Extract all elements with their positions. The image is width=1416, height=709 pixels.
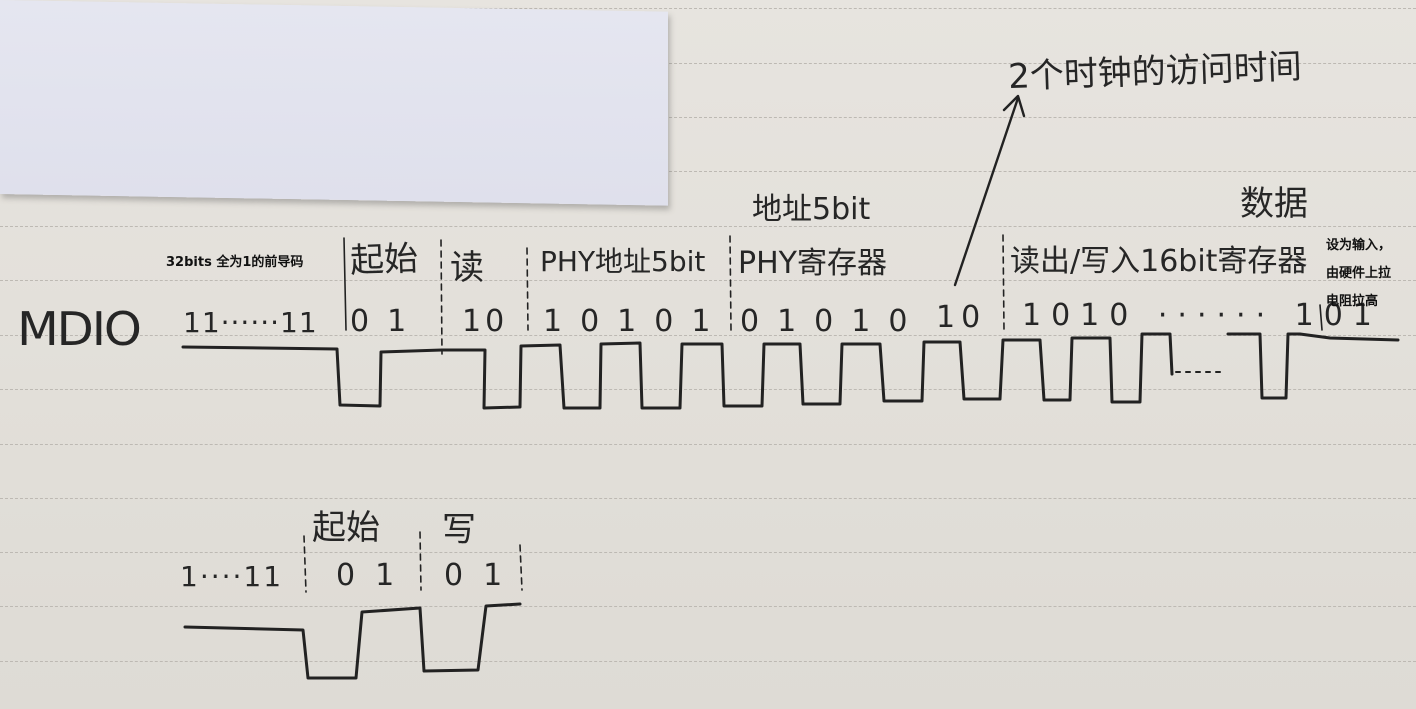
register-address-label: 地址5bit: [752, 192, 871, 227]
ruled-line: [0, 444, 1416, 445]
ruled-line: [0, 389, 1416, 390]
bottom-write-bits: 01: [444, 558, 523, 593]
ruled-line: [0, 552, 1416, 553]
ruled-line: [0, 117, 1416, 118]
top-phy-register-bits: 01010: [740, 304, 926, 339]
second-start-label: 起始: [312, 508, 380, 548]
ruled-line: [0, 335, 1416, 336]
read-write-label: 读出/写入16bit寄存器: [1010, 244, 1308, 279]
top-read-bits: 10: [462, 304, 509, 339]
bottom-preamble-bits: 1····11: [180, 560, 284, 593]
ruled-line: [0, 171, 1416, 172]
bottom-start-bits: 01: [336, 558, 415, 593]
mdio-top-waveform-tail: [1226, 332, 1400, 400]
input-note-line2: 由硬件上拉: [1326, 266, 1392, 281]
mdio-top-waveform: [181, 332, 1174, 410]
data-label: 数据: [1240, 184, 1308, 224]
turnaround-note: 2个时钟的访问时间: [1007, 46, 1303, 98]
mdio-bottom-waveform: [183, 602, 522, 680]
signal-name-label: MDIO: [17, 302, 142, 356]
top-phy-address-bits: 10101: [543, 304, 729, 339]
start-label: 起始: [349, 238, 419, 282]
ruled-line: [0, 226, 1416, 227]
ruled-line: [0, 280, 1416, 281]
write-label: 写: [442, 510, 476, 550]
top-preamble-bits: 11······11: [183, 306, 318, 339]
top-start-bits: 01: [350, 304, 425, 339]
input-note-line3: 电阻拉高: [1326, 294, 1379, 309]
ruled-line: [0, 661, 1416, 662]
preamble-typed-note: 32bits 全为1的前导码: [166, 255, 304, 270]
phy-address-label: PHY地址5bit: [540, 245, 706, 278]
read-label: 读: [450, 248, 484, 288]
ruled-line: [0, 8, 1416, 9]
ruled-line: [0, 606, 1416, 607]
top-turnaround-bits: 10: [936, 300, 987, 335]
ruled-line: [0, 498, 1416, 499]
top-data-bits: 1010 ······ 101: [1022, 298, 1382, 333]
phy-register-label: PHY寄存器: [738, 246, 887, 281]
arrow-to-note: [953, 96, 1020, 287]
ruled-line: [0, 63, 1416, 64]
input-note-line1: 设为输入，: [1326, 238, 1392, 253]
